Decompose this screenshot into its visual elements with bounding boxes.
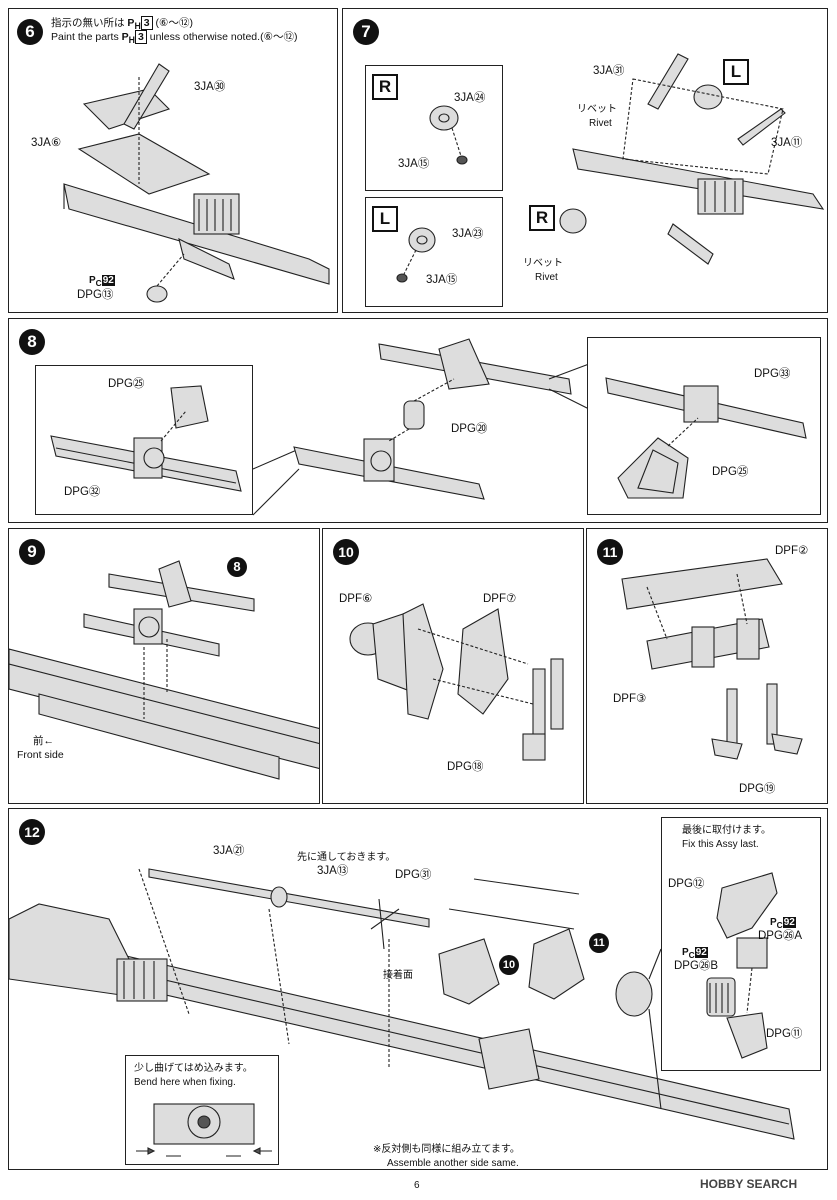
part-dpg-12-label: DPG⑫ <box>668 878 705 890</box>
part-dpg-20-label: DPG⑳ <box>451 423 488 435</box>
inset-8b-drawing <box>605 377 807 499</box>
part-dpf-3-label: DPF③ <box>613 693 647 705</box>
step-9-number: 9 <box>19 539 45 565</box>
paint-code: 3 <box>140 16 153 30</box>
note-en-suffix: unless otherwise noted.(⑥～⑫) <box>149 31 298 43</box>
part-3ja-6-label: 3JA⑥ <box>31 137 62 149</box>
inset-8a-drawing <box>50 385 242 492</box>
paint-pc-label: PC92 <box>89 275 115 288</box>
part-dpg-19-label: DPG⑲ <box>739 783 776 795</box>
step-11-drawing <box>621 558 803 760</box>
fix-last-en: Fix this Assy last. <box>682 839 759 850</box>
tag-left-side: L <box>723 59 749 85</box>
left-marker: L <box>372 206 398 232</box>
part-dpf-2-label: DPF② <box>775 545 809 557</box>
page-number: 6 <box>414 1180 420 1191</box>
rivet-ja-label-1: リベット <box>577 104 617 115</box>
right-marker: R <box>372 74 398 100</box>
part-3ja-15-label-r: 3JA⑮ <box>398 158 430 170</box>
bend-note-ja: 少し曲げてはめ込みます。 <box>134 1063 253 1074</box>
part-dpg-13-label: DPG⑬ <box>77 289 114 301</box>
step-8-center-drawing <box>252 338 590 516</box>
inset-fix-last: 最後に取付けます。 Fix this Assy last. DPG⑫ PC92 … <box>661 817 821 1071</box>
part-dpg-31-label: DPG㉛ <box>395 869 432 881</box>
front-side-en-label: Front side <box>17 749 64 761</box>
part-3ja-24-label: 3JA㉔ <box>454 92 486 104</box>
step-12-drawing <box>9 868 795 1140</box>
pc-b-code: 92 <box>694 947 708 958</box>
note-ja-text: 指示の無い所は <box>51 17 125 29</box>
part-dpg-25-label-b: DPG㉕ <box>712 466 749 478</box>
part-3ja-30-label: 3JA㉚ <box>194 81 226 93</box>
step-10-number: 10 <box>333 539 359 565</box>
front-side-ja-label: 前← <box>33 735 54 747</box>
part-3ja-15-label-l: 3JA⑮ <box>426 274 458 286</box>
part-dpg-18-label: DPG⑱ <box>447 761 484 773</box>
paint-code-en: 3 <box>134 30 147 44</box>
step-10-drawing <box>349 603 564 761</box>
part-3ja-13-label: 3JA⑬ <box>317 865 349 877</box>
hobby-search-watermark: HOBBY SEARCH <box>700 1177 798 1191</box>
assemble-same-en: Assemble another side same. <box>387 1158 519 1169</box>
step-7-number: 7 <box>353 19 379 45</box>
step-8-panel: 8 DPG㉕ DPG㉜ DPG⑳ <box>8 318 828 523</box>
rivet-ja-label-2: リベット <box>523 258 563 269</box>
step-8-reference: 8 <box>227 557 247 577</box>
bend-note-en: Bend here when fixing. <box>134 1077 236 1088</box>
note-ja-suffix: (⑥～⑫) <box>155 17 193 29</box>
step-11-panel: 11 DPF② DPF③ DPG⑲ <box>586 528 828 804</box>
inset-axle-front: DPG㉕ DPG㉜ <box>35 365 253 515</box>
inset-left-side: L 3JA㉓ 3JA⑮ <box>365 197 503 307</box>
fix-last-ja: 最後に取付けます。 <box>682 825 771 836</box>
pre-insert-note-ja: 先に通しておきます。 <box>297 852 396 863</box>
tag-right-side: R <box>529 205 555 231</box>
note-en-text: Paint the parts <box>51 31 119 43</box>
step-8-number: 8 <box>19 329 45 355</box>
inset-right-side: R 3JA㉔ 3JA⑮ <box>365 65 503 191</box>
step-12-number: 12 <box>19 819 45 845</box>
part-3ja-21-label: 3JA㉑ <box>213 845 245 857</box>
pc-code: 92 <box>101 275 115 286</box>
part-dpg-33-label: DPG㉝ <box>754 368 791 380</box>
part-dpg-11-label: DPG⑪ <box>766 1028 803 1040</box>
step-12-panel: 12 3JA㉑ 先に通しておきます。 3JA⑬ DPG㉛ 接着面 10 11 最… <box>8 808 828 1170</box>
step-7-panel: 7 R 3JA㉔ 3JA⑮ L 3JA㉓ 3JA⑮ 3JA㉛ リベット Rive <box>342 8 828 313</box>
step-6-number: 6 <box>17 19 43 45</box>
assemble-same-ja: ※反対側も同様に組み立てます。 <box>373 1144 520 1155</box>
part-3ja-31-label: 3JA㉛ <box>593 65 625 77</box>
pc-a-label: PC92 <box>770 917 796 930</box>
part-3ja-11-label: 3JA⑪ <box>771 137 803 149</box>
inset-last-drawing <box>706 872 778 1059</box>
glue-surface-label: 接着面 <box>383 970 413 981</box>
part-dpg-25-label-a: DPG㉕ <box>108 378 145 390</box>
step-9-panel: 9 8 前← Front side <box>8 528 320 804</box>
inset-l-drawing <box>396 227 436 283</box>
step-11-reference: 11 <box>589 933 609 953</box>
part-dpg-26b-label: DPG㉖B <box>674 960 719 972</box>
rivet-en-label-1: Rivet <box>589 118 612 129</box>
part-dpf-7-label: DPF⑦ <box>483 593 517 605</box>
pc-a-code: 92 <box>782 917 796 928</box>
step-10-panel: 10 DPF⑥ DPF⑦ DPG⑱ <box>322 528 584 804</box>
step-7-drawing <box>559 53 825 265</box>
step-11-number: 11 <box>597 539 623 565</box>
inset-r-drawing <box>429 105 468 165</box>
part-dpg-26a-label: DPG㉖A <box>758 930 803 942</box>
step-10-reference: 10 <box>499 955 519 975</box>
part-3ja-23-label: 3JA㉓ <box>452 228 484 240</box>
inset-bend-fixing: 少し曲げてはめ込みます。 Bend here when fixing. <box>125 1055 279 1165</box>
step-6-drawing <box>63 63 330 303</box>
step-9-drawing <box>9 560 319 780</box>
inset-bend-drawing <box>136 1103 272 1157</box>
part-dpf-6-label: DPF⑥ <box>339 593 373 605</box>
rivet-en-label-2: Rivet <box>535 272 558 283</box>
inset-axle-rear: DPG㉝ DPG㉕ <box>587 337 821 515</box>
pc-b-label: PC92 <box>682 947 708 960</box>
part-dpg-32-label: DPG㉜ <box>64 486 101 498</box>
